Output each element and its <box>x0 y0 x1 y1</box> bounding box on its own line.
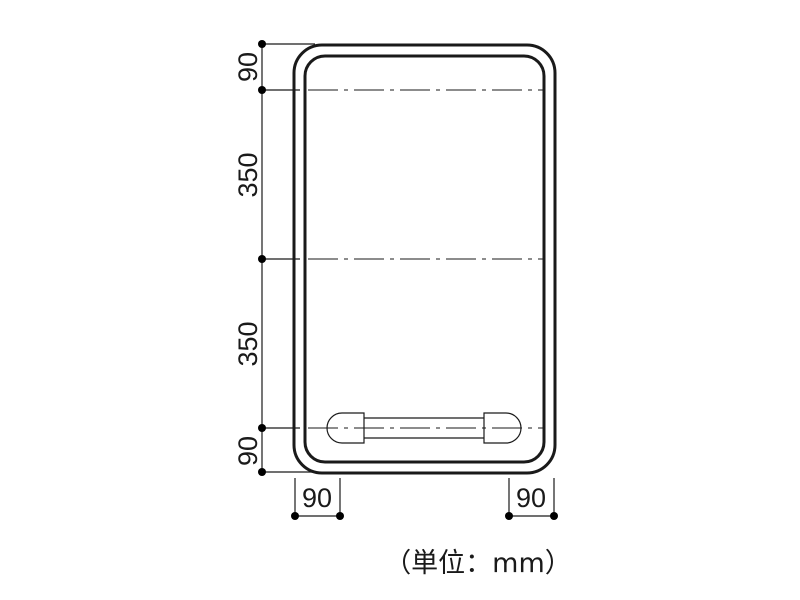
bottom-grab-bar <box>326 412 522 444</box>
dim-dot <box>258 86 266 94</box>
dim-dot <box>258 40 266 48</box>
dim-dot <box>258 424 266 432</box>
left-bracket <box>326 412 365 444</box>
dim-dot <box>291 512 299 520</box>
dimension-label-bottom-90: 90 <box>233 436 263 466</box>
dim-dot <box>258 255 266 263</box>
right-bracket <box>483 412 522 444</box>
unit-label: （単位：mm） <box>384 548 572 579</box>
dimension-label-lower-350: 350 <box>233 321 263 366</box>
dim-dot <box>258 468 266 476</box>
dim-dot <box>550 512 558 520</box>
dimension-label-top-90: 90 <box>233 52 263 82</box>
dimension-label-upper-350: 350 <box>233 152 263 197</box>
dimension-label-right-90: 90 <box>516 483 546 513</box>
dimension-label-left-90: 90 <box>302 483 332 513</box>
dim-dot <box>336 512 344 520</box>
dim-dot <box>505 512 513 520</box>
